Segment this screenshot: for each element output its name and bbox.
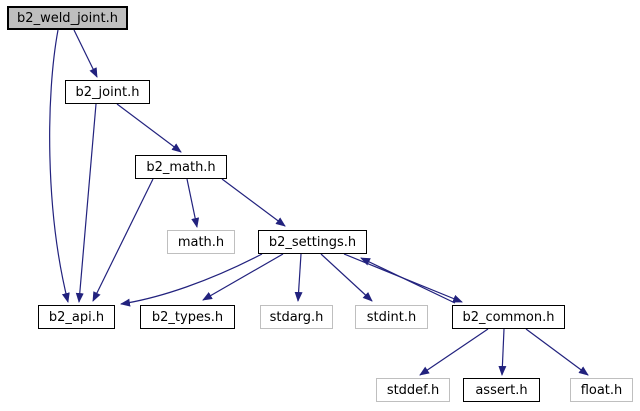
node-math-h: math.h <box>167 230 235 254</box>
edge-b2-common-h--b2-settings-h <box>360 257 456 304</box>
node-assert-h[interactable]: assert.h <box>463 378 540 402</box>
edge-b2-math-h--b2-api-h <box>92 178 154 302</box>
edge-b2-settings-h--b2-common-h <box>343 253 463 303</box>
node-b2-weld-joint-h: b2_weld_joint.h <box>7 6 128 30</box>
edge-b2-settings-h--b2-api-h <box>120 253 263 307</box>
edge-b2-math-h--math-h <box>186 178 200 228</box>
edge-b2-settings-h--stdarg-h <box>294 253 303 302</box>
edge-b2-settings-h--stdint-h <box>320 253 373 302</box>
node-stddef-h: stddef.h <box>376 378 450 402</box>
edge-b2-math-h--b2-settings-h <box>221 178 286 227</box>
edge-b2-common-h--float-h <box>525 328 589 376</box>
node-float-h: float.h <box>570 378 633 402</box>
edge-b2-common-h--stddef-h <box>419 328 489 376</box>
edge-b2-common-h--assert-h <box>498 328 507 376</box>
edge-b2-settings-h--b2-types-h <box>202 253 284 301</box>
edge-b2-joint-h--b2-math-h <box>116 103 182 153</box>
node-b2-types-h[interactable]: b2_types.h <box>140 305 235 329</box>
node-stdint-h: stdint.h <box>355 305 428 329</box>
edge-b2-weld-joint-h--b2-joint-h <box>73 29 98 78</box>
node-b2-settings-h[interactable]: b2_settings.h <box>258 230 367 254</box>
node-b2-api-h[interactable]: b2_api.h <box>38 305 115 329</box>
node-b2-joint-h[interactable]: b2_joint.h <box>65 80 150 104</box>
node-b2-common-h[interactable]: b2_common.h <box>452 305 565 329</box>
node-stdarg-h: stdarg.h <box>260 305 333 329</box>
edge-b2-weld-joint-h--b2-api-h <box>49 29 70 303</box>
node-b2-math-h[interactable]: b2_math.h <box>135 155 227 179</box>
edge-b2-joint-h--b2-api-h <box>75 103 97 303</box>
